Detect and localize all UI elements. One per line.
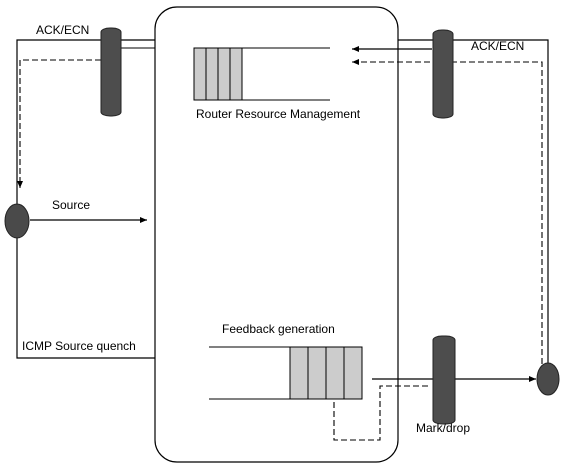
source-node	[4, 203, 30, 239]
receiver-node	[536, 362, 560, 396]
icmp-link	[16, 236, 155, 359]
feedback-queue	[209, 346, 363, 400]
top-left-link	[16, 39, 155, 206]
queue-cell	[307, 346, 327, 400]
source-label: Source	[52, 198, 90, 212]
queue-cell	[205, 47, 219, 101]
queue-cell	[343, 346, 363, 400]
queue-cell	[193, 47, 207, 101]
queue-cell	[289, 346, 309, 400]
ack-ecn-left-label: ACK/ECN	[36, 23, 89, 37]
dashed-mark-loop	[333, 385, 430, 441]
router-resource-management-label: Router Resource Management	[196, 107, 361, 121]
pipe-bottom-right	[432, 335, 456, 425]
ack-ecn-right-label: ACK/ECN	[471, 39, 524, 53]
queue-cell	[229, 47, 243, 101]
queue-cell	[325, 346, 345, 400]
resource-queue	[193, 47, 330, 101]
icmp-source-quench-label: ICMP Source quench	[22, 339, 136, 353]
router-box	[154, 6, 399, 463]
pipe-top-left	[100, 27, 122, 117]
queue-cell	[217, 47, 231, 101]
feedback-generation-label: Feedback generation	[222, 322, 335, 336]
dashed-feedback-right	[352, 59, 543, 364]
mark-drop-label: Mark/drop	[416, 421, 470, 435]
pipe-top-right	[432, 29, 454, 119]
right-link	[398, 39, 549, 364]
